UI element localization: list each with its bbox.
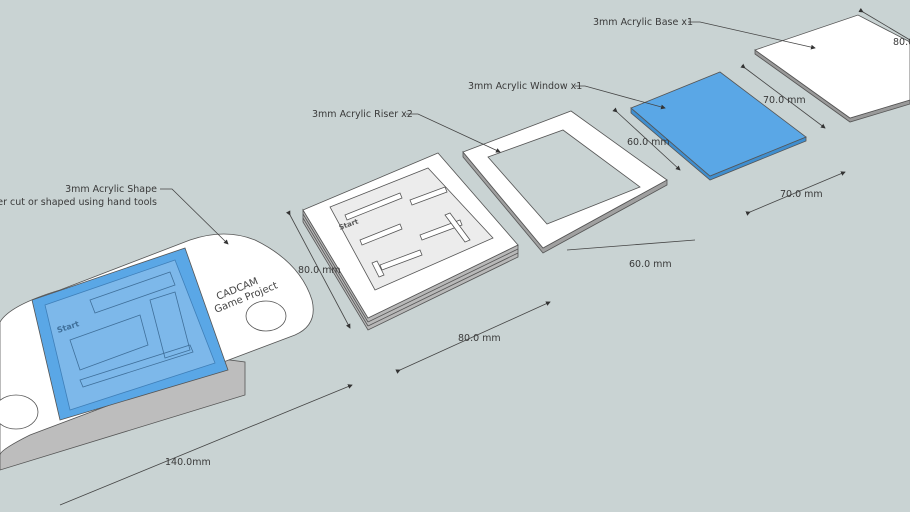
acrylic-base-part [754,14,910,123]
window-label: 3mm Acrylic Window x1 [468,81,582,92]
dimension-lines [59,7,910,506]
dim-riser-inner-a: 60.0 mm [627,137,670,148]
maze-piece: Start [302,152,519,331]
shape-label-note: Laser cut or shaped using hand tools [0,197,157,208]
game-console-shape: Start CADCAM Game Project [0,233,314,471]
dim-console-length: 140.0mm [165,457,211,468]
dim-maze-side-b: 80.0 mm [458,333,501,344]
leader-lines [160,21,816,245]
shape-label-title: 3mm Acrylic Shape [65,184,157,195]
dim-maze-side-a: 80.0 mm [298,265,341,276]
left-button [0,394,39,430]
right-button [245,300,287,332]
dim-window-side-b: 70.0 mm [780,189,823,200]
riser-label: 3mm Acrylic Riser x2 [312,109,413,120]
acrylic-window-part [630,71,807,181]
base-label: 3mm Acrylic Base x1 [593,17,693,28]
dim-window-side-a: 70.0 mm [763,95,806,106]
dim-base-side: 80.0 [893,37,910,48]
dim-riser-inner-b: 60.0 mm [629,259,672,270]
